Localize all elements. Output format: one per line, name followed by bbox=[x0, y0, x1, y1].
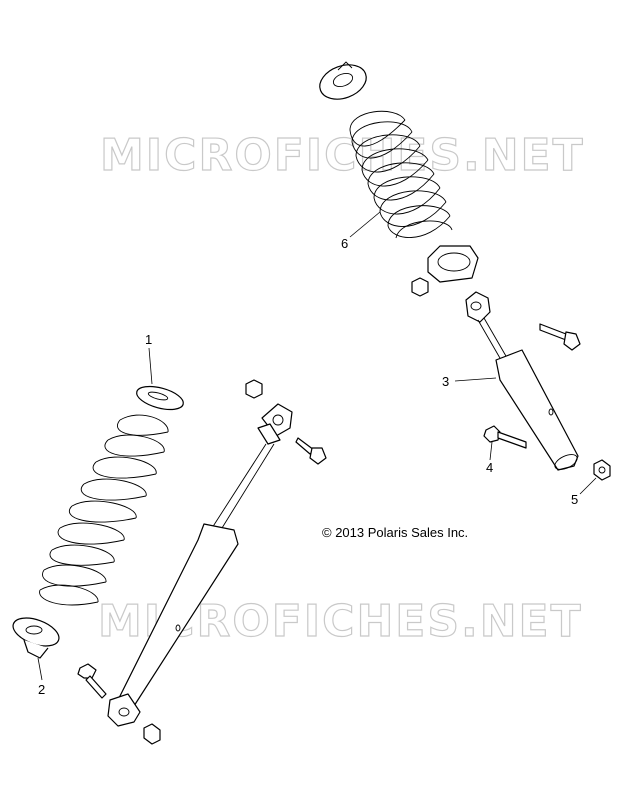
coil-spring-upper bbox=[349, 110, 453, 239]
spring-seat-2 bbox=[12, 617, 60, 659]
callout-6: 6 bbox=[341, 211, 381, 251]
svg-text:5: 5 bbox=[571, 492, 578, 507]
callout-3: 3 bbox=[442, 374, 497, 389]
callout-1: 1 bbox=[145, 332, 153, 385]
callout-2: 2 bbox=[37, 657, 45, 697]
nut-5 bbox=[593, 459, 611, 481]
callout-5: 5 bbox=[571, 477, 597, 507]
nut-lower-b bbox=[143, 723, 161, 745]
svg-text:4: 4 bbox=[486, 460, 493, 475]
callout-4: 4 bbox=[486, 441, 493, 475]
nut-upper-a bbox=[411, 277, 429, 297]
bolt-lower-right bbox=[295, 437, 327, 465]
svg-text:3: 3 bbox=[442, 374, 449, 389]
svg-text:6: 6 bbox=[341, 236, 348, 251]
coil-spring-lower bbox=[39, 414, 169, 606]
spring-retainer-1 bbox=[136, 385, 184, 411]
nut-lower-a bbox=[245, 379, 263, 399]
shock-absorber-lower bbox=[107, 403, 293, 727]
watermark-top: MICROFICHES.NET bbox=[100, 130, 585, 181]
shock-absorber-upper bbox=[465, 291, 579, 471]
bolt-upper bbox=[539, 323, 581, 351]
bolt-lower-left bbox=[77, 663, 107, 699]
bolt-4 bbox=[483, 425, 527, 449]
svg-text:2: 2 bbox=[38, 682, 45, 697]
svg-text:1: 1 bbox=[145, 332, 152, 347]
copyright-notice: © 2013 Polaris Sales Inc. bbox=[322, 525, 468, 540]
spring-seat-upper bbox=[427, 245, 479, 283]
spring-retainer-upper bbox=[319, 61, 367, 100]
